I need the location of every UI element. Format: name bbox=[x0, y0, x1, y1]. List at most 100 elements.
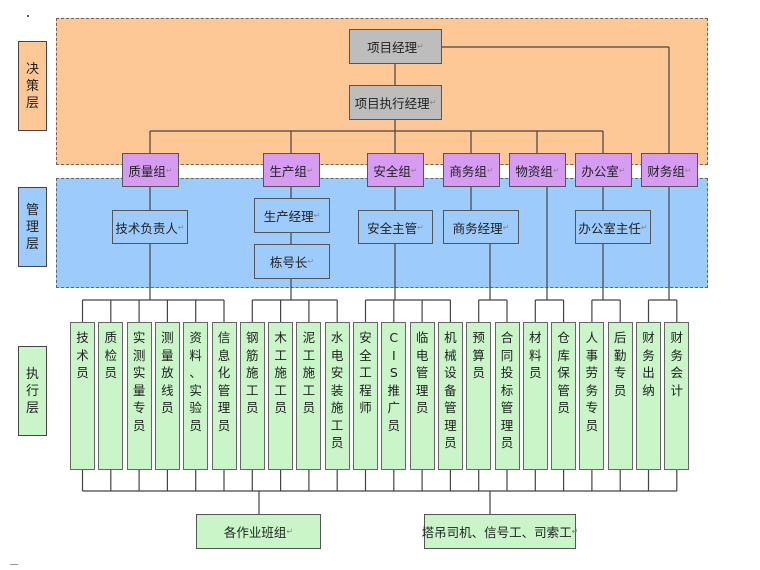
staff-column: 材料员 bbox=[522, 322, 548, 470]
staff-char: 事 bbox=[585, 347, 599, 363]
layer-label-char: 行 bbox=[25, 383, 39, 399]
staff-char: 员 bbox=[246, 400, 259, 415]
execution-layer-label: 执行层 bbox=[18, 346, 47, 436]
staff-char: 库 bbox=[557, 347, 570, 363]
project-manager-box: 项目经理↵ bbox=[349, 29, 442, 64]
work-teams-label: 各作业班组 bbox=[223, 525, 287, 540]
staff-char: 水 bbox=[330, 330, 344, 345]
staff-char: 员 bbox=[217, 417, 231, 433]
staff-char: 员 bbox=[274, 400, 287, 415]
staff-char: 工 bbox=[274, 347, 287, 363]
staff-char: 合 bbox=[500, 330, 514, 345]
staff-char: 理 bbox=[217, 400, 231, 415]
staff-char: 放 bbox=[161, 365, 174, 380]
staff-char: 出 bbox=[642, 365, 655, 380]
staff-char: 测 bbox=[132, 347, 146, 363]
staff-char: 检 bbox=[104, 347, 118, 363]
layer-label-char: 决 bbox=[25, 61, 39, 77]
group-label: 财务组 bbox=[647, 163, 685, 179]
staff-char: 量 bbox=[132, 382, 146, 398]
staff-char: 员 bbox=[161, 400, 174, 415]
staff-char: 全 bbox=[359, 347, 372, 363]
staff-char: 员 bbox=[415, 400, 429, 415]
staff-char: 计 bbox=[670, 382, 684, 398]
staff-char: 师 bbox=[359, 400, 372, 415]
business-manager-box: 商务经理↵ bbox=[443, 210, 519, 244]
staff-char: 线 bbox=[161, 382, 174, 398]
layer-label-char: 管 bbox=[25, 202, 39, 218]
staff-char: 施 bbox=[302, 365, 316, 380]
staff-char: 务 bbox=[642, 347, 655, 363]
staff-column: 木工施工员 bbox=[268, 322, 294, 470]
staff-char: 术 bbox=[76, 347, 89, 363]
staff-char: 管 bbox=[500, 400, 514, 415]
staff-char: 算 bbox=[472, 347, 485, 363]
executive-manager-label: 项目执行经理 bbox=[354, 96, 430, 111]
executive-manager-box: 项目执行经理↵ bbox=[349, 85, 442, 120]
building-lead-label: 栋号长 bbox=[269, 255, 308, 270]
staff-char: 纳 bbox=[642, 382, 655, 398]
decision-layer-label: 决策层 bbox=[18, 41, 47, 131]
staff-char: 实 bbox=[132, 365, 146, 380]
staff-char: 技 bbox=[76, 330, 89, 345]
staff-char: I bbox=[391, 347, 396, 363]
staff-column: 信息化管理员 bbox=[211, 322, 237, 470]
layer-label-char: 执 bbox=[25, 366, 39, 382]
production-manager-label: 生产经理 bbox=[263, 209, 314, 224]
staff-char: 理 bbox=[500, 417, 514, 433]
staff-char: 质 bbox=[104, 330, 118, 345]
staff-char: 工 bbox=[359, 365, 372, 380]
staff-char: 实 bbox=[189, 382, 202, 398]
staff-column: 质检员 bbox=[98, 322, 124, 470]
staff-char: 务 bbox=[585, 382, 599, 398]
staff-char: 员 bbox=[500, 435, 514, 450]
business-manager-label: 商务经理 bbox=[452, 220, 503, 236]
staff-char: 广 bbox=[387, 400, 401, 415]
staff-char: 勤 bbox=[613, 347, 627, 363]
crane-staff-box: 塔吊司机、信号工、司索工↵ bbox=[422, 514, 578, 549]
group-quality: 质量组↵ bbox=[122, 153, 179, 187]
project-manager-label: 项目经理 bbox=[367, 40, 418, 55]
staff-char: 管 bbox=[415, 365, 429, 380]
staff-char: 息 bbox=[217, 347, 231, 363]
staff-column: 技术员 bbox=[70, 322, 95, 470]
staff-char: 仓 bbox=[557, 330, 570, 345]
staff-char: 保 bbox=[557, 365, 570, 380]
staff-char: 验 bbox=[189, 400, 202, 415]
staff-char: 测 bbox=[161, 330, 174, 345]
staff-char: 理 bbox=[444, 417, 457, 433]
management-layer-label: 管理层 bbox=[18, 187, 47, 267]
staff-char: 信 bbox=[217, 330, 231, 345]
staff-char: 理 bbox=[415, 382, 429, 398]
staff-column: 钢筋施工员 bbox=[239, 322, 265, 470]
office-director-box: 办公室主任↵ bbox=[575, 210, 651, 244]
staff-char: 会 bbox=[670, 365, 684, 380]
staff-column: 资料、实验员 bbox=[183, 322, 209, 470]
staff-char: 员 bbox=[189, 417, 202, 433]
staff-char: 料 bbox=[189, 347, 202, 363]
group-production: 生产组↵ bbox=[263, 153, 320, 187]
staff-column: 财务出纳 bbox=[636, 322, 661, 470]
staff-char: 筋 bbox=[246, 347, 259, 363]
staff-char: 员 bbox=[76, 365, 89, 380]
staff-char: 材 bbox=[529, 330, 542, 345]
staff-column: 后勤专员 bbox=[607, 322, 633, 470]
stray-mark bbox=[10, 564, 18, 565]
group-materials: 物资组↵ bbox=[509, 153, 566, 187]
staff-char: 专 bbox=[132, 400, 146, 415]
staff-column: 临电管理员 bbox=[409, 322, 435, 470]
staff-char: 施 bbox=[330, 400, 344, 415]
staff-char: 管 bbox=[444, 400, 457, 415]
staff-char: C bbox=[389, 330, 399, 345]
group-label: 办公室 bbox=[581, 163, 619, 179]
staff-column: 仓库保管员 bbox=[551, 322, 577, 470]
staff-char: 员 bbox=[132, 417, 146, 433]
staff-column: 安全工程师 bbox=[353, 322, 378, 470]
staff-char: 电 bbox=[330, 347, 344, 363]
group-finance: 财务组↵ bbox=[641, 153, 698, 187]
staff-char: 推 bbox=[387, 382, 401, 398]
staff-char: 务 bbox=[670, 347, 684, 363]
staff-char: 工 bbox=[302, 347, 316, 363]
